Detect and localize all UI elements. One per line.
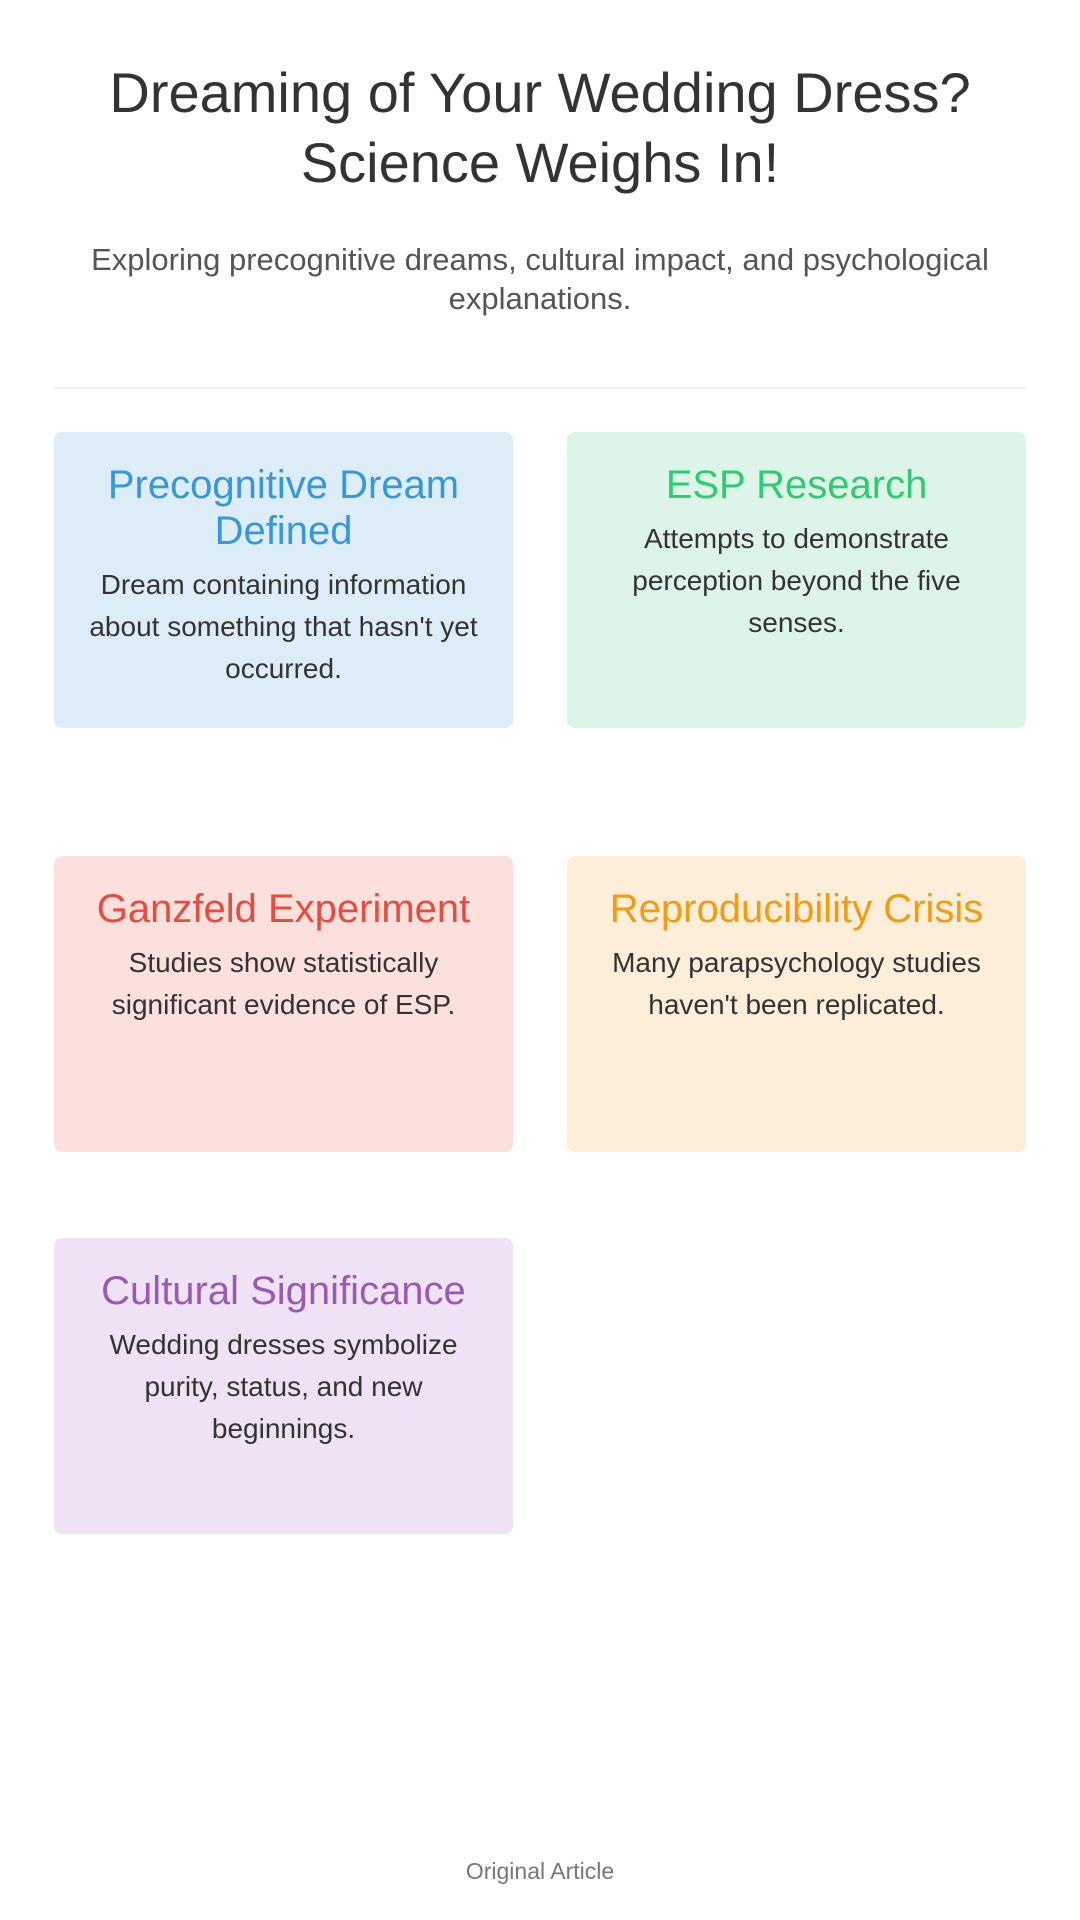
card-reproducibility-crisis: Reproducibility Crisis Many parapsycholo… — [567, 856, 1026, 1152]
original-article-link[interactable]: Original Article — [465, 1858, 615, 1884]
card-title: ESP Research — [665, 463, 928, 507]
card-precognitive-dream: Precognitive Dream Defined Dream contain… — [54, 432, 513, 728]
page-title: Dreaming of Your Wedding Dress? Science … — [109, 61, 971, 194]
card-title: Precognitive Dream Defined — [107, 463, 460, 553]
page-subtitle: Exploring precognitive dreams, cultural … — [91, 242, 989, 316]
card-title: Ganzfeld Experiment — [96, 887, 471, 931]
card-esp-research: ESP Research Attempts to demonstrate per… — [567, 432, 1026, 728]
card-text: Many parapsychology studies haven't been… — [612, 947, 981, 1020]
card-text: Attempts to demonstrate perception beyon… — [632, 523, 961, 638]
card-text: Wedding dresses symbolize purity, status… — [109, 1329, 458, 1444]
header-divider — [54, 387, 1026, 389]
card-title: Cultural Significance — [101, 1269, 466, 1313]
card-ganzfeld-experiment: Ganzfeld Experiment Studies show statist… — [54, 856, 513, 1152]
card-cultural-significance: Cultural Significance Wedding dresses sy… — [54, 1238, 513, 1534]
card-text: Dream containing information about somet… — [89, 569, 478, 684]
card-text: Studies show statistically significant e… — [111, 947, 456, 1020]
card-title: Reproducibility Crisis — [609, 887, 984, 931]
page-header: Dreaming of Your Wedding Dress? Science … — [54, 58, 1026, 318]
